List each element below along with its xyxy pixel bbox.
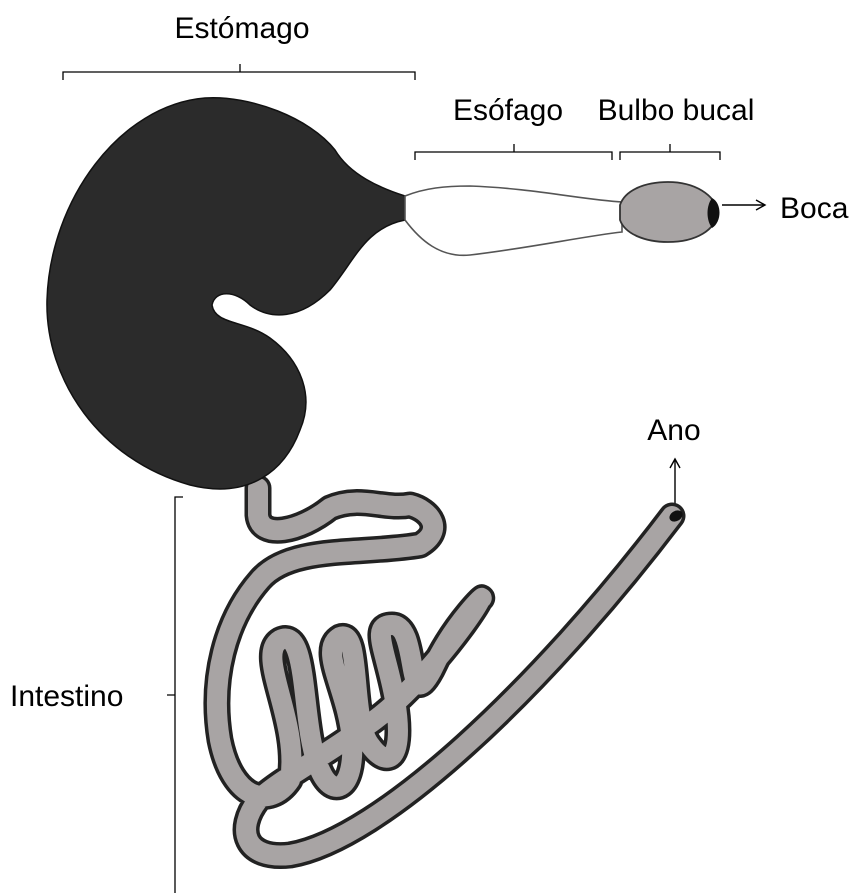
buccal-bulb-bracket xyxy=(620,144,720,160)
stomach-bracket xyxy=(63,64,415,80)
esophagus xyxy=(405,186,622,255)
anus-label: Ano xyxy=(647,414,700,447)
mouth-arrow xyxy=(722,200,765,210)
esophagus-label: Esófago xyxy=(453,94,563,127)
stomach-label: Estómago xyxy=(174,12,309,45)
stomach xyxy=(47,98,405,489)
intestine xyxy=(217,488,672,856)
intestine-bracket xyxy=(167,497,183,893)
esophagus-bracket xyxy=(415,144,612,160)
intestine-label: Intestino xyxy=(10,680,123,713)
mouth-label: Boca xyxy=(780,192,849,225)
buccal-bulb xyxy=(620,182,718,242)
buccal-bulb-label: Bulbo bucal xyxy=(598,94,755,127)
anus-arrow xyxy=(670,459,680,507)
